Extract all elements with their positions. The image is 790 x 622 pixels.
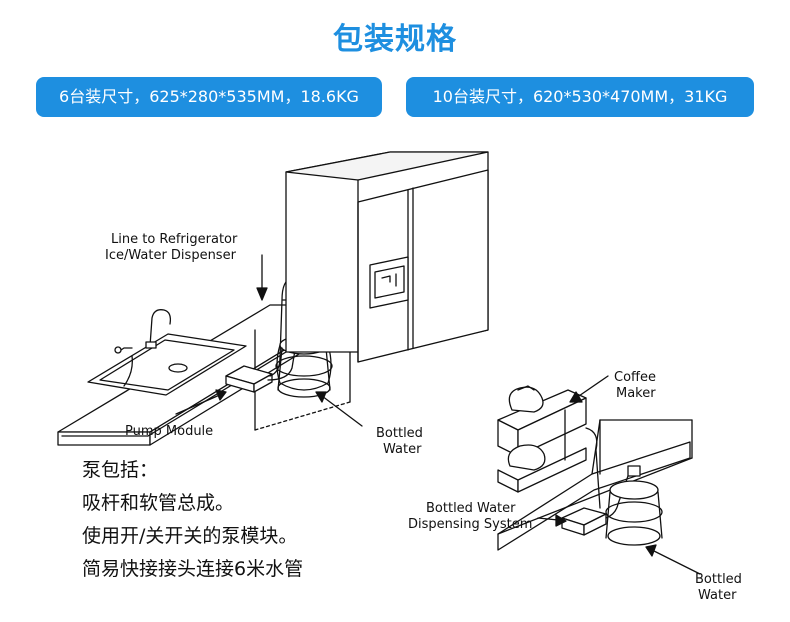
notes-item-2: 使用开/关开关的泵模块。 <box>82 525 298 547</box>
label-dispensing-2: Dispensing System <box>408 517 532 532</box>
arrow-dispenser <box>537 514 567 527</box>
label-line-to-fridge-1: Line to Refrigerator <box>111 232 238 247</box>
pump-module <box>225 365 273 393</box>
dispensing-unit <box>561 507 607 536</box>
arrow-coffee <box>569 375 609 403</box>
label-pump-module: Pump Module <box>125 424 213 439</box>
label-bottled-water-1a: Bottled <box>376 426 423 441</box>
page-title: 包装规格 <box>333 22 457 57</box>
arrow-to-pump <box>175 389 227 415</box>
sink <box>87 333 247 396</box>
label-bottled-water-2b: Water <box>698 588 737 603</box>
notes-heading: 泵包括： <box>82 459 159 481</box>
label-bottled-water-1b: Water <box>383 442 422 457</box>
spec-10-units: 10台装尺寸，620*530*470MM，31KG <box>406 77 754 117</box>
notes-item-3: 简易快接接头连接6米水管 <box>82 558 304 580</box>
label-coffee-maker-1: Coffee <box>614 370 656 385</box>
pump-includes-notes: 泵包括： 吸杆和软管总成。 使用开/关开关的泵模块。 简易快接接头连接6米水管 <box>82 454 303 586</box>
refrigerator <box>285 151 489 363</box>
notes-item-1: 吸杆和软管总成。 <box>82 492 235 514</box>
label-bottled-water-2a: Bottled <box>695 572 742 587</box>
faucet <box>114 309 172 354</box>
installation-diagram: Line to Refrigerator Ice/Water Dispenser… <box>57 151 742 603</box>
coffee-maker <box>497 385 587 493</box>
label-coffee-maker-2: Maker <box>616 386 656 401</box>
label-dispensing-1: Bottled Water <box>426 501 516 516</box>
arrow-to-line <box>256 254 268 301</box>
arrow-bottle-right <box>645 544 701 575</box>
arrow-to-bottle <box>315 391 363 427</box>
bottled-water-right <box>605 465 663 546</box>
right-counter <box>497 419 693 551</box>
label-line-to-fridge-2: Ice/Water Dispenser <box>105 248 237 263</box>
spec-6-units: 6台装尺寸，625*280*535MM，18.6KG <box>36 77 382 117</box>
